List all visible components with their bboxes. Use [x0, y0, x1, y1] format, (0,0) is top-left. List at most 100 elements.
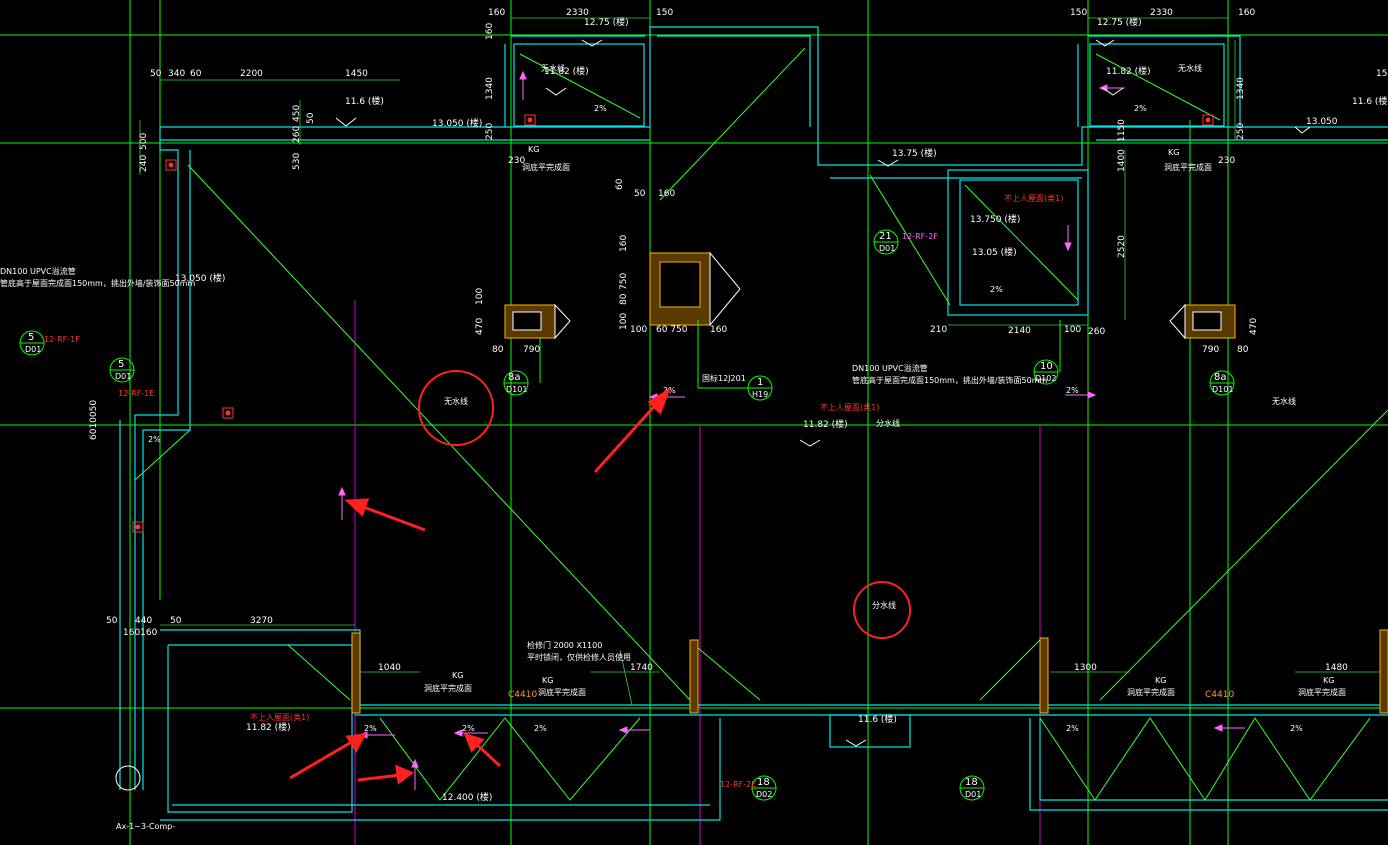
dim-text: 230	[508, 156, 525, 166]
footer-text: Ax-1~3-Comp-	[116, 822, 175, 831]
kg-label: KG	[1155, 676, 1166, 685]
ref-code-label: 12-RF-2E	[720, 780, 756, 789]
dim-text: 13.050	[1306, 117, 1338, 127]
dim-text: 160160	[123, 628, 158, 638]
dim-text: 13.050 (楼)	[432, 117, 482, 129]
slope-label: 2%	[534, 724, 547, 733]
dim-text: 11.6 (楼)	[1352, 95, 1388, 107]
overflow-pipe-note: 管底高于屋面完成面150mm，挑出外墙/装饰面50mm	[0, 278, 196, 288]
kg-label: KG	[542, 676, 553, 685]
roof-type-label: 不上人屋面(类1)	[250, 712, 309, 722]
dim-text: 1400	[1117, 149, 1127, 172]
kg-label: KG	[452, 671, 463, 680]
dim-text: 1340	[485, 77, 495, 100]
roof-drain-icon	[222, 407, 234, 419]
slope-label: 2%	[990, 285, 1003, 294]
kg-label: KG	[528, 145, 539, 154]
dim-text: 80	[619, 293, 629, 305]
dim-text: 150	[656, 8, 673, 18]
roof-ridge-lines	[134, 47, 1388, 801]
dim-text: 60 750	[656, 325, 688, 335]
callout-sheet: H19	[752, 390, 768, 399]
roof-drain-icon	[132, 521, 144, 533]
ref-code-label: 12-RF-1F	[44, 335, 80, 344]
red-arrow-annotation	[463, 732, 502, 768]
dim-text: 530	[292, 153, 302, 170]
dim-text: 11.6 (楼)	[858, 713, 897, 725]
dim-text: 470	[475, 318, 485, 335]
overflow-pipe-label: DN100 UPVC溢流管	[852, 363, 928, 373]
red-circle-highlight	[853, 581, 911, 639]
dim-text: 2330	[1150, 8, 1173, 18]
detail-callouts	[19, 229, 1235, 801]
dim-text: 50	[634, 189, 646, 199]
roof-drain-icon	[165, 159, 177, 171]
dim-text: 230	[1218, 156, 1235, 166]
dim-text: 13.75 (楼)	[892, 147, 937, 159]
dim-text: 80	[1237, 345, 1249, 355]
slope-label: 2%	[1066, 724, 1079, 733]
dim-text: 60	[190, 69, 202, 79]
callout-number: 18	[965, 777, 978, 788]
callout-sheet: D102	[1035, 374, 1056, 383]
dim-text: 100	[1064, 325, 1081, 335]
dim-text: 12.75 (楼)	[584, 16, 629, 28]
dimension-labels: 160 2330 150 12.75 (楼) 150 2330 160 12.7…	[89, 8, 1388, 803]
red-highlight-circles	[418, 370, 911, 639]
window-code-label: C4410	[508, 690, 537, 700]
dim-text: 250	[485, 123, 495, 140]
slope-label: 2%	[462, 724, 475, 733]
window-code-label: C4410	[1205, 690, 1234, 700]
dim-text: 50	[150, 69, 162, 79]
water-label: 无水线	[541, 63, 565, 73]
callout-labels: 5 D01 5 D01 8a D101 8a D101 1 H19 10 D10…	[25, 231, 1233, 799]
dim-text: 750	[619, 273, 629, 290]
red-arrow-annotation	[344, 498, 426, 532]
overflow-pipe-label: DN100 UPVC溢流管	[0, 266, 76, 276]
dim-text: 13.05 (楼)	[972, 246, 1017, 258]
callout-sheet: D01	[25, 345, 41, 354]
dim-text: 2520	[1117, 235, 1127, 258]
callout-sheet: D02	[756, 790, 772, 799]
overflow-pipe-note: 管底高于屋面完成面150mm，挑出外墙/装饰面50mm	[852, 375, 1048, 385]
red-arrow-annotation	[593, 387, 671, 474]
dim-text: 790	[523, 345, 540, 355]
water-label: 无水线	[1178, 63, 1202, 73]
dim-text: 11.82 (楼)	[246, 721, 291, 733]
slope-label: 2%	[148, 435, 161, 444]
dim-text: 100	[475, 288, 485, 305]
dim-text: 160	[658, 189, 675, 199]
finish-label: 洞底平完成面	[538, 687, 586, 697]
callout-number: 5	[28, 332, 34, 343]
red-arrow-annotation	[289, 733, 367, 780]
callout-number: 18	[757, 777, 770, 788]
dim-text: 11.82 (楼)	[544, 65, 589, 77]
dim-text: 160	[619, 235, 629, 252]
dim-text: 50	[170, 616, 182, 626]
callout-number: 8a	[508, 372, 521, 383]
kg-label: KG	[1168, 148, 1179, 157]
dim-text: 12.400 (楼)	[442, 791, 492, 803]
dim-text: 2330	[566, 8, 589, 18]
dim-text: 250	[1236, 123, 1246, 140]
slope-label: 2%	[594, 104, 607, 113]
dim-text: 13.050 (楼)	[175, 272, 225, 284]
roof-type-label: 不上人屋面(类1)	[1004, 193, 1063, 203]
callout-sheet: D01	[965, 790, 981, 799]
slope-label: 2%	[364, 724, 377, 733]
red-arrow-annotation	[357, 764, 414, 785]
dim-text: 11.82 (楼)	[1106, 65, 1151, 77]
repair-door-note: 平时锁闭，仅供检修人员使用	[527, 652, 631, 662]
dim-text: 1300	[1074, 663, 1097, 673]
dim-text: 1450	[345, 69, 368, 79]
dim-text: 11.6 (楼)	[345, 95, 384, 107]
callout-sheet: D01	[879, 244, 895, 253]
dim-text: 1150	[1117, 119, 1127, 142]
callout-number: 8a	[1214, 372, 1227, 383]
dim-text: 3270	[250, 616, 273, 626]
water-label: 无水线	[1272, 396, 1296, 406]
dim-text: 160	[488, 8, 505, 18]
elevation-markers	[335, 39, 1311, 747]
dim-text: 50	[306, 112, 316, 124]
